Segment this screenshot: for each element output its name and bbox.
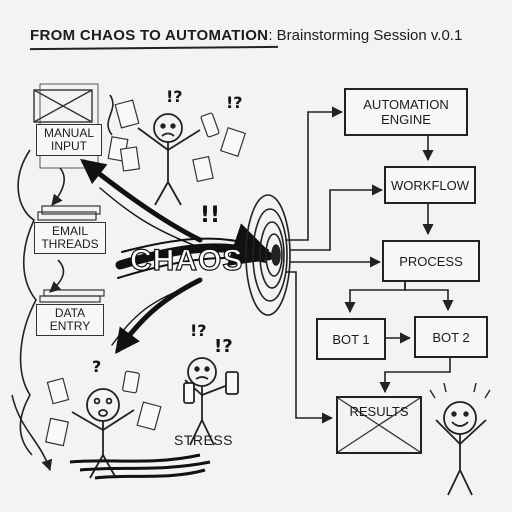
data-entry-sketch — [39, 289, 105, 303]
results-box: RESULTS — [336, 396, 422, 454]
automation-engine-label: AUTOMATION ENGINE — [363, 97, 449, 127]
title-separator: : — [268, 27, 273, 44]
manual-input-note: MANUAL INPUT — [36, 124, 102, 156]
stressed-figure-bottom — [71, 388, 135, 479]
email-threads-sketch — [37, 205, 101, 221]
bot-1-label: BOT 1 — [332, 331, 370, 347]
process-box: PROCESS — [382, 240, 480, 282]
data-entry-note: DATA ENTRY — [36, 304, 104, 336]
doodle-mark: !? — [214, 336, 233, 357]
chaos-arrows — [80, 158, 277, 355]
results-envelope-lines — [337, 397, 421, 453]
manual-input-label: MANUAL INPUT — [43, 126, 94, 153]
email-threads-note: EMAIL THREADS — [34, 222, 106, 254]
scribble-lines — [11, 94, 114, 472]
doodle-mark: !? — [226, 93, 243, 112]
worried-figure-bottom — [183, 357, 239, 446]
doodle-mark: !! — [200, 203, 220, 228]
bot-2-box: BOT 2 — [414, 316, 488, 358]
page-title: FROM CHAOS TO AUTOMATION: Brainstorming … — [29, 27, 500, 51]
workflow-box: WORKFLOW — [384, 166, 476, 204]
title-subtitle: Brainstorming Session v.0.1 — [276, 27, 463, 44]
paper-scraps-top — [107, 99, 247, 183]
automation-engine-box: AUTOMATION ENGINE — [344, 88, 468, 136]
doodle-mark: ? — [92, 357, 101, 376]
email-threads-label: EMAIL THREADS — [41, 224, 99, 251]
title-main: FROM CHAOS TO AUTOMATION — [30, 27, 269, 44]
data-entry-label: DATA ENTRY — [49, 306, 91, 333]
stressed-figure-top — [137, 113, 201, 206]
workflow-label: WORKFLOW — [391, 177, 469, 193]
stress-label: STRESS — [174, 432, 234, 448]
bot-2-label: BOT 2 — [432, 329, 470, 345]
manual-input-sketch — [33, 83, 99, 169]
happy-figure — [429, 382, 491, 496]
flow-connectors — [286, 106, 454, 424]
process-label: PROCESS — [399, 253, 463, 269]
bot-1-box: BOT 1 — [316, 318, 386, 360]
paper-scraps-bottom — [44, 370, 162, 447]
doodle-mark: !? — [190, 321, 207, 340]
doodle-mark: !? — [166, 87, 183, 106]
vortex-swirl — [245, 194, 291, 316]
results-label: RESULTS — [349, 404, 409, 419]
chaos-label: CHAOS — [129, 243, 244, 277]
stress-scribble — [69, 453, 211, 480]
